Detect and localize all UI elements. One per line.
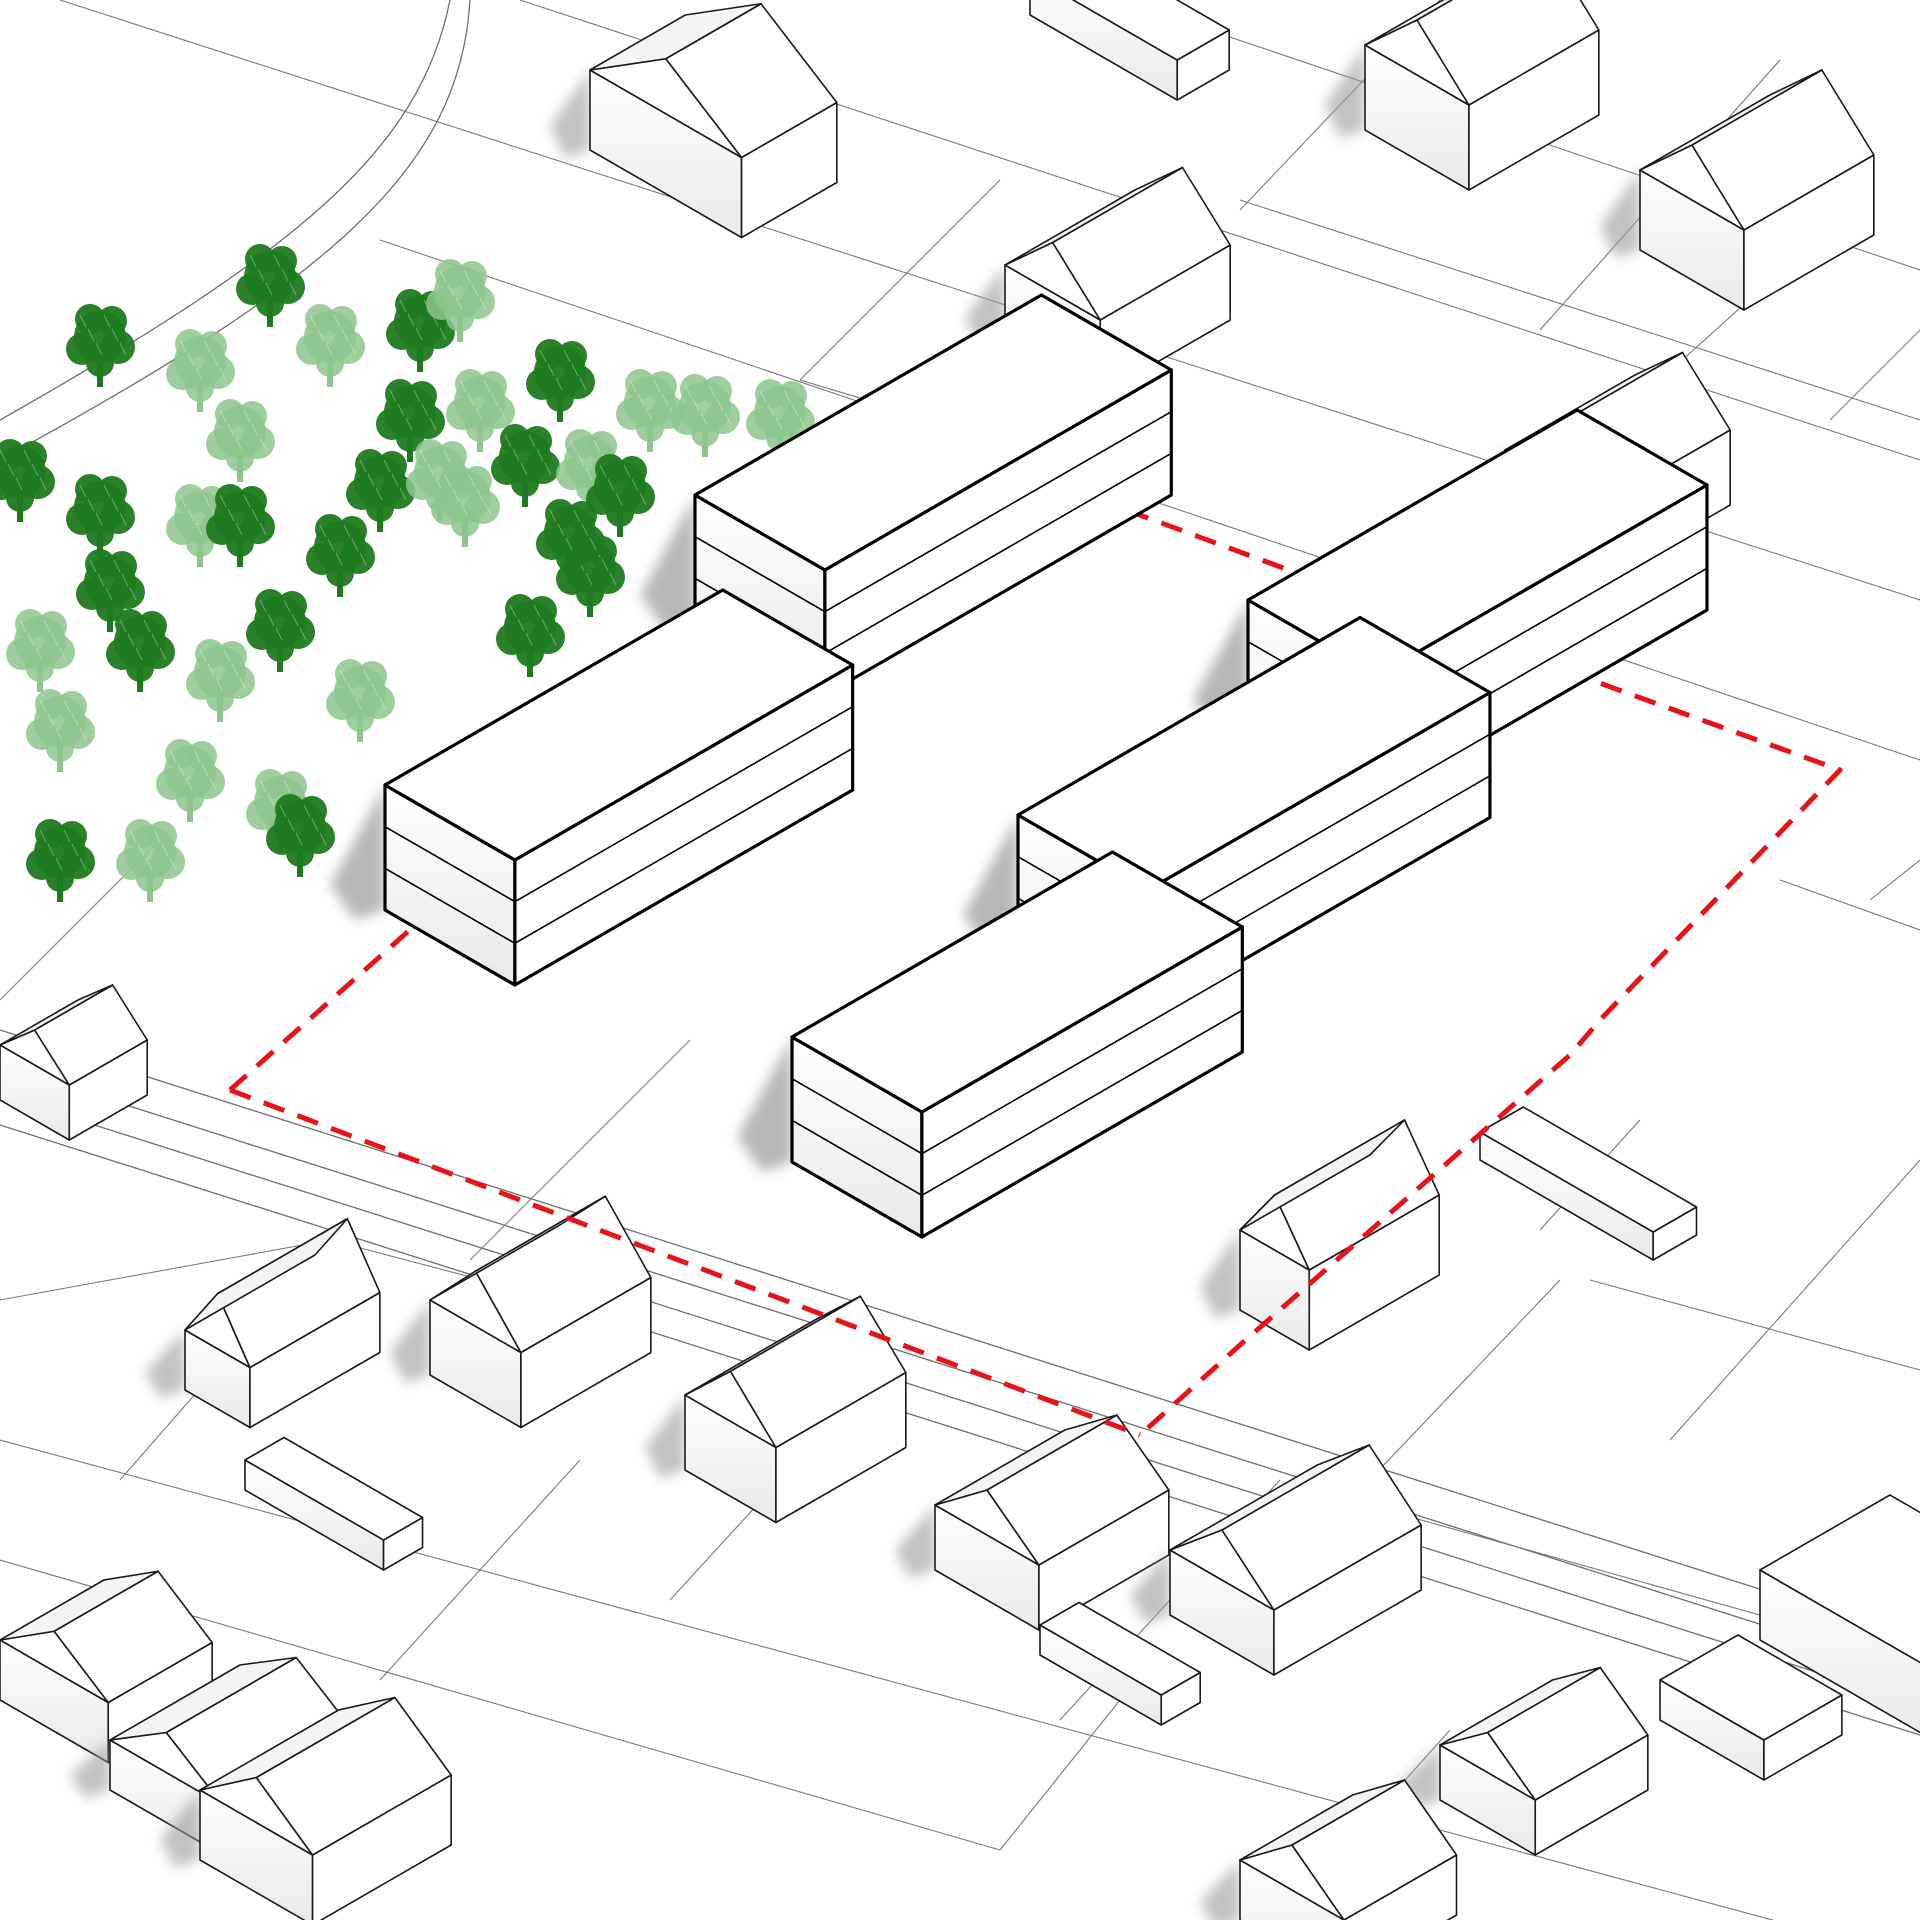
tree-icon <box>526 339 595 422</box>
floor-line <box>791 1009 1243 1197</box>
house-building-icon <box>0 984 149 1141</box>
house-building-icon <box>645 1295 907 1524</box>
tree-icon <box>536 499 605 582</box>
tree-icon <box>106 609 175 692</box>
tree-icon <box>346 449 415 532</box>
house-building-icon <box>1325 0 1600 191</box>
tree-icon <box>746 379 815 462</box>
house-building-icon <box>1200 1119 1440 1351</box>
main-road-edge <box>0 1064 1920 1676</box>
tree-icon <box>306 514 375 597</box>
tree-icon <box>431 464 500 547</box>
outbuilding-icon <box>1479 1106 1698 1261</box>
tree-icon <box>206 484 275 567</box>
house-building-icon <box>1400 1666 1649 1856</box>
building-shadow <box>330 785 385 920</box>
curved-road-edge <box>0 0 471 461</box>
house-building-icon <box>1200 1779 1458 1920</box>
building-shadow <box>737 1037 792 1172</box>
tree-icon <box>26 689 95 772</box>
house-building-icon <box>550 2 838 239</box>
proposed-building-3 <box>330 588 855 987</box>
tree-icon <box>166 329 235 412</box>
tree-icon <box>76 549 145 632</box>
tree-icon <box>66 304 135 387</box>
tree-icon <box>496 594 565 677</box>
floor-line <box>384 747 854 945</box>
house-building-icon <box>1029 0 1230 101</box>
floor-line <box>384 705 854 903</box>
tree-icon <box>616 369 685 452</box>
tree-icon <box>66 474 135 557</box>
outbuilding-icon <box>1039 1601 1202 1726</box>
floor-line <box>694 410 1172 613</box>
house-building-icon <box>895 1414 1170 1631</box>
tree-icon <box>26 819 95 902</box>
floor-line <box>791 967 1243 1155</box>
house-building-icon <box>1600 69 1875 311</box>
proposed-buildings <box>330 293 1709 1239</box>
outbuilding-icon <box>244 1436 424 1571</box>
tree-icon <box>671 374 740 457</box>
tree-icon <box>206 399 275 482</box>
tree-icon <box>236 244 305 327</box>
proposed-building-5 <box>737 850 1244 1239</box>
outbuilding-icon <box>1659 1634 1843 1781</box>
tree-icon <box>376 379 445 462</box>
tree-icon <box>6 609 75 692</box>
tree-icon <box>246 589 315 672</box>
tree-icon <box>491 424 560 507</box>
main-road-edge <box>0 1124 1920 1736</box>
outbuilding-icon <box>1759 1494 1920 1734</box>
tree-icon <box>186 639 255 722</box>
house-building-icon <box>1130 1444 1422 1676</box>
main-road-edge <box>0 1029 1920 1641</box>
tree-icon <box>446 369 515 452</box>
tree-icon <box>296 304 365 387</box>
house-building-icon <box>160 1696 452 1920</box>
tree-icon <box>156 739 225 822</box>
tree-icon <box>326 659 395 742</box>
tree-grove <box>0 244 815 902</box>
site-boundary-line <box>229 1087 1141 1438</box>
building-shadow <box>640 495 695 630</box>
tree-icon <box>116 819 185 902</box>
tree-icon <box>586 454 655 537</box>
main-road-edge <box>0 1094 1920 1706</box>
house-building-icon <box>0 1570 213 1764</box>
tree-icon <box>426 259 495 342</box>
tree-icon <box>266 794 335 877</box>
tree-icon <box>0 439 55 522</box>
house-building-icon <box>145 1217 381 1429</box>
tree-icon <box>386 289 455 372</box>
